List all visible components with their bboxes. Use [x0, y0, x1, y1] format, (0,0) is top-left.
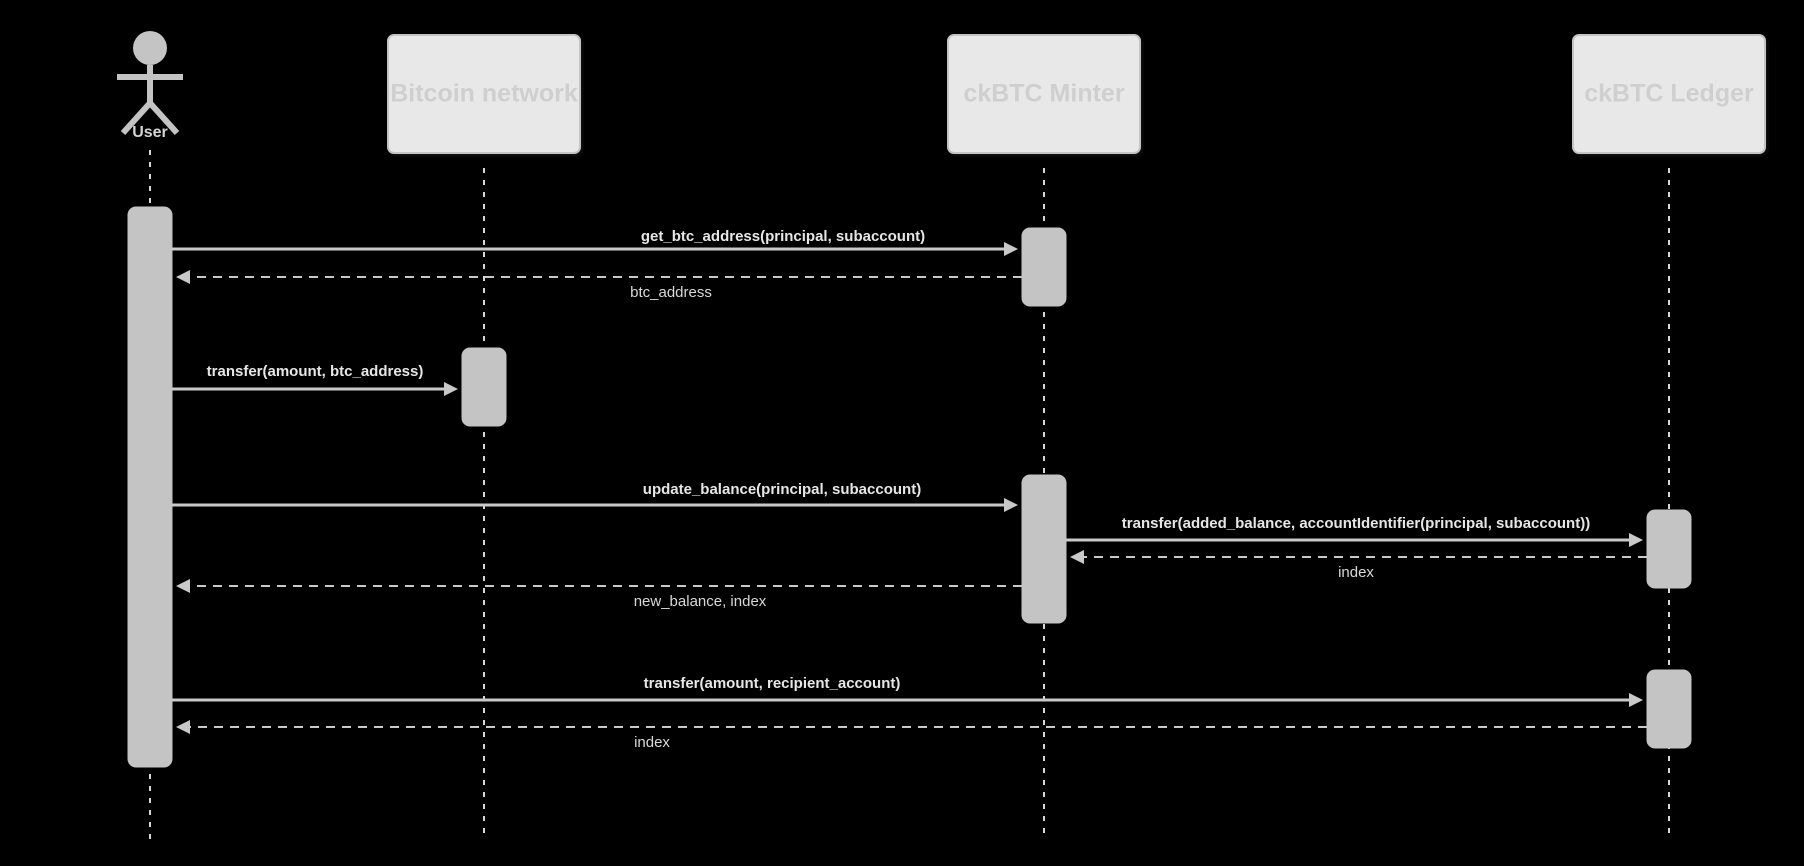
- message-label: get_btc_address(principal, subaccount): [641, 228, 925, 245]
- message-arrowhead: [176, 720, 190, 734]
- message-msg-7: new_balance, index: [176, 579, 1022, 610]
- message-label: btc_address: [630, 284, 712, 301]
- activation-bar-user: [127, 206, 173, 768]
- message-arrowhead: [1629, 693, 1643, 707]
- actor-right-leg-icon: [147, 100, 180, 136]
- message-label: transfer(amount, recipient_account): [644, 675, 901, 692]
- actor-left-leg-icon: [120, 100, 153, 136]
- participant-label-minter: ckBTC Minter: [963, 80, 1124, 108]
- message-label: index: [1338, 564, 1374, 581]
- message-msg-8: transfer(amount, recipient_account): [172, 675, 1643, 707]
- activation-bar-ledger: [1646, 509, 1692, 589]
- participant-bitcoin[interactable]: Bitcoin network: [387, 34, 581, 154]
- message-arrowhead: [1070, 550, 1084, 564]
- participant-box-ledger[interactable]: [1572, 34, 1766, 154]
- message-label: transfer(amount, btc_address): [207, 363, 424, 380]
- participant-box-bitcoin[interactable]: [387, 34, 581, 154]
- participant-user[interactable]: User: [117, 31, 183, 141]
- messages-group: get_btc_address(principal, subaccount) bt…: [172, 228, 1647, 751]
- message-label: new_balance, index: [634, 593, 767, 610]
- message-label: index: [634, 734, 670, 751]
- activation-bar-bitcoin: [461, 347, 507, 427]
- participant-minter[interactable]: ckBTC Minter: [947, 34, 1141, 154]
- activation-bar-minter: [1021, 227, 1067, 307]
- message-msg-4: update_balance(principal, subaccount): [172, 481, 1018, 512]
- message-arrowhead: [444, 382, 458, 396]
- message-arrowhead: [176, 579, 190, 593]
- activation-bars-group: [127, 206, 1692, 768]
- actor-head-icon: [133, 31, 167, 65]
- participant-label-ledger: ckBTC Ledger: [1584, 80, 1754, 108]
- message-msg-1: get_btc_address(principal, subaccount): [172, 228, 1018, 256]
- message-msg-9: index: [176, 720, 1647, 751]
- message-msg-5: transfer(added_balance, accountIdentifie…: [1066, 515, 1643, 547]
- message-msg-6: index: [1070, 550, 1647, 581]
- message-label: update_balance(principal, subaccount): [643, 481, 921, 498]
- participant-label-user: User: [132, 124, 168, 141]
- message-label: transfer(added_balance, accountIdentifie…: [1122, 515, 1590, 532]
- participant-label-bitcoin: Bitcoin network: [390, 80, 578, 108]
- message-msg-3: transfer(amount, btc_address): [172, 363, 458, 396]
- message-arrowhead: [1629, 533, 1643, 547]
- message-msg-2: btc_address: [176, 270, 1022, 301]
- message-arrowhead: [1004, 498, 1018, 512]
- participants-group: User Bitcoin network ckBTC Minter ckBTC Led…: [117, 31, 1766, 154]
- participant-ledger[interactable]: ckBTC Ledger: [1572, 34, 1766, 154]
- activation-bar-ledger: [1646, 669, 1692, 749]
- activation-bar-minter: [1021, 474, 1067, 624]
- participant-box-minter[interactable]: [947, 34, 1141, 154]
- message-arrowhead: [176, 270, 190, 284]
- message-arrowhead: [1004, 242, 1018, 256]
